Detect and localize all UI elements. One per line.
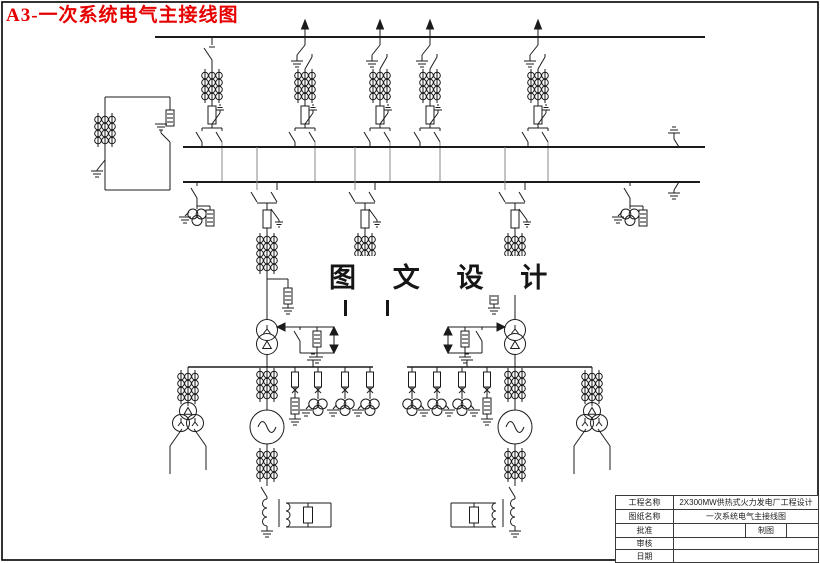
approve-value: [673, 523, 746, 538]
hv-outgoing-network: [91, 18, 705, 191]
watermark: 图 文 设 计: [324, 256, 568, 295]
project-name-value: 2X300MW供热式火力发电厂工程设计: [672, 495, 820, 510]
draftsman-value: [785, 523, 820, 538]
title-block-label: 日期: [615, 549, 674, 563]
watermark-bar: [386, 300, 389, 316]
generator-unit-1: [169, 353, 380, 538]
review-value: [672, 537, 820, 550]
generator-unit-2: [402, 353, 611, 538]
drawing-name-value: 一次系统电气主接线图: [672, 509, 820, 524]
title-block-label: 审核: [615, 537, 674, 550]
title-block-label: 图纸名称: [615, 509, 674, 524]
page-title: A3-一次系统电气主接线图: [6, 5, 239, 26]
main-transformer-bay-1: [250, 147, 339, 367]
title-block-label: 工程名称: [615, 495, 674, 510]
title-block: 工程名称 2X300MW供热式火力发电厂工程设计 图纸名称 一次系统电气主接线图…: [615, 495, 820, 563]
title-block-label: 批准: [615, 523, 674, 538]
main-transformer-bay-2: [443, 147, 531, 367]
watermark-text: 图 文 设 计: [329, 263, 563, 293]
date-value: [672, 549, 820, 563]
main-double-busbar: [179, 126, 705, 227]
standby-transformer-bay: [348, 147, 381, 271]
title-block-label: 制图: [745, 523, 787, 538]
watermark-bar: [344, 300, 347, 316]
